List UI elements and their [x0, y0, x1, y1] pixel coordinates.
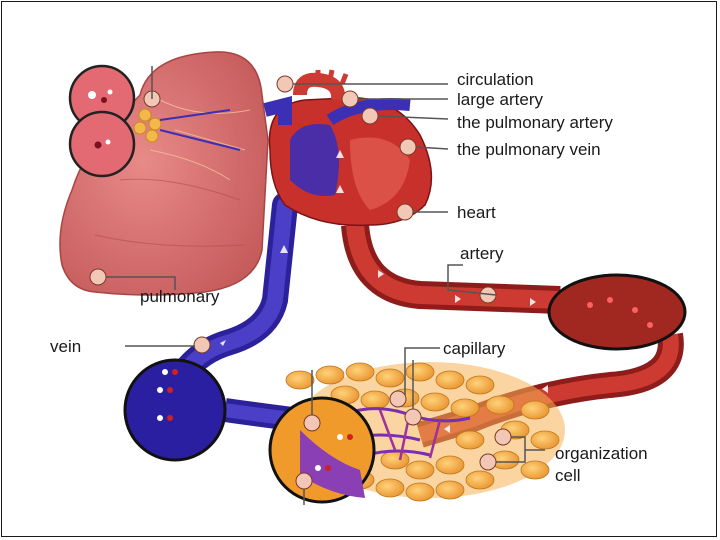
alveoli-cluster — [133, 108, 241, 151]
label-circulation: circulation — [457, 70, 534, 89]
heart — [263, 69, 433, 227]
label-heart: heart — [457, 203, 496, 222]
leader-lines — [106, 66, 545, 505]
label-organization: organization — [555, 444, 648, 463]
label-capillary: capillary — [443, 339, 506, 358]
label-pulmonary-artery: the pulmonary artery — [457, 113, 613, 132]
venous-blood-zoom-circle — [123, 358, 227, 462]
label-pulmonary-vein: the pulmonary vein — [457, 140, 601, 159]
label-pulmonary: pulmonary — [140, 287, 220, 306]
flow-arrows — [220, 150, 548, 433]
label-markers — [89, 75, 512, 490]
label-cell: cell — [555, 466, 581, 485]
label-artery: artery — [460, 244, 504, 263]
tissue-zoom-circle — [268, 396, 376, 504]
lung-zoom-circle-bottom — [68, 110, 136, 178]
label-large-artery: large artery — [457, 90, 543, 109]
arterial-blood-zoom-circle — [547, 273, 687, 351]
label-vein: vein — [50, 337, 82, 356]
